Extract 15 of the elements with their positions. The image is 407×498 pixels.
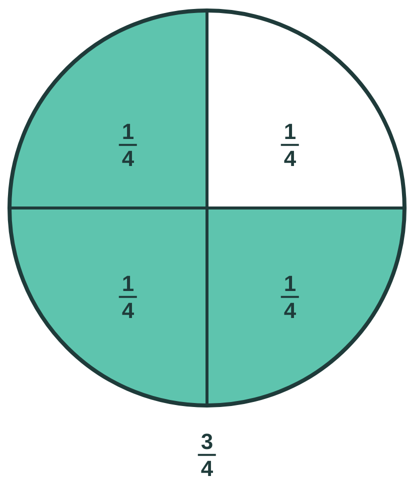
fraction-numerator: 1 <box>118 272 138 298</box>
shaded-quarter <box>9 10 207 208</box>
circle-outline <box>9 10 405 406</box>
fraction-denominator: 4 <box>284 146 296 170</box>
fraction-numerator: 1 <box>280 120 300 146</box>
unshaded-quarter <box>207 10 405 208</box>
fraction-denominator: 4 <box>284 298 296 322</box>
fraction-denominator: 4 <box>122 146 134 170</box>
fraction-numerator: 1 <box>118 120 138 146</box>
fraction-denominator: 4 <box>122 298 134 322</box>
total-fraction-numerator: 3 <box>198 430 216 456</box>
shaded-quarter <box>207 208 405 406</box>
fraction-numerator: 1 <box>280 272 300 298</box>
shaded-quarter <box>9 208 207 406</box>
total-fraction-denominator: 4 <box>200 456 214 480</box>
